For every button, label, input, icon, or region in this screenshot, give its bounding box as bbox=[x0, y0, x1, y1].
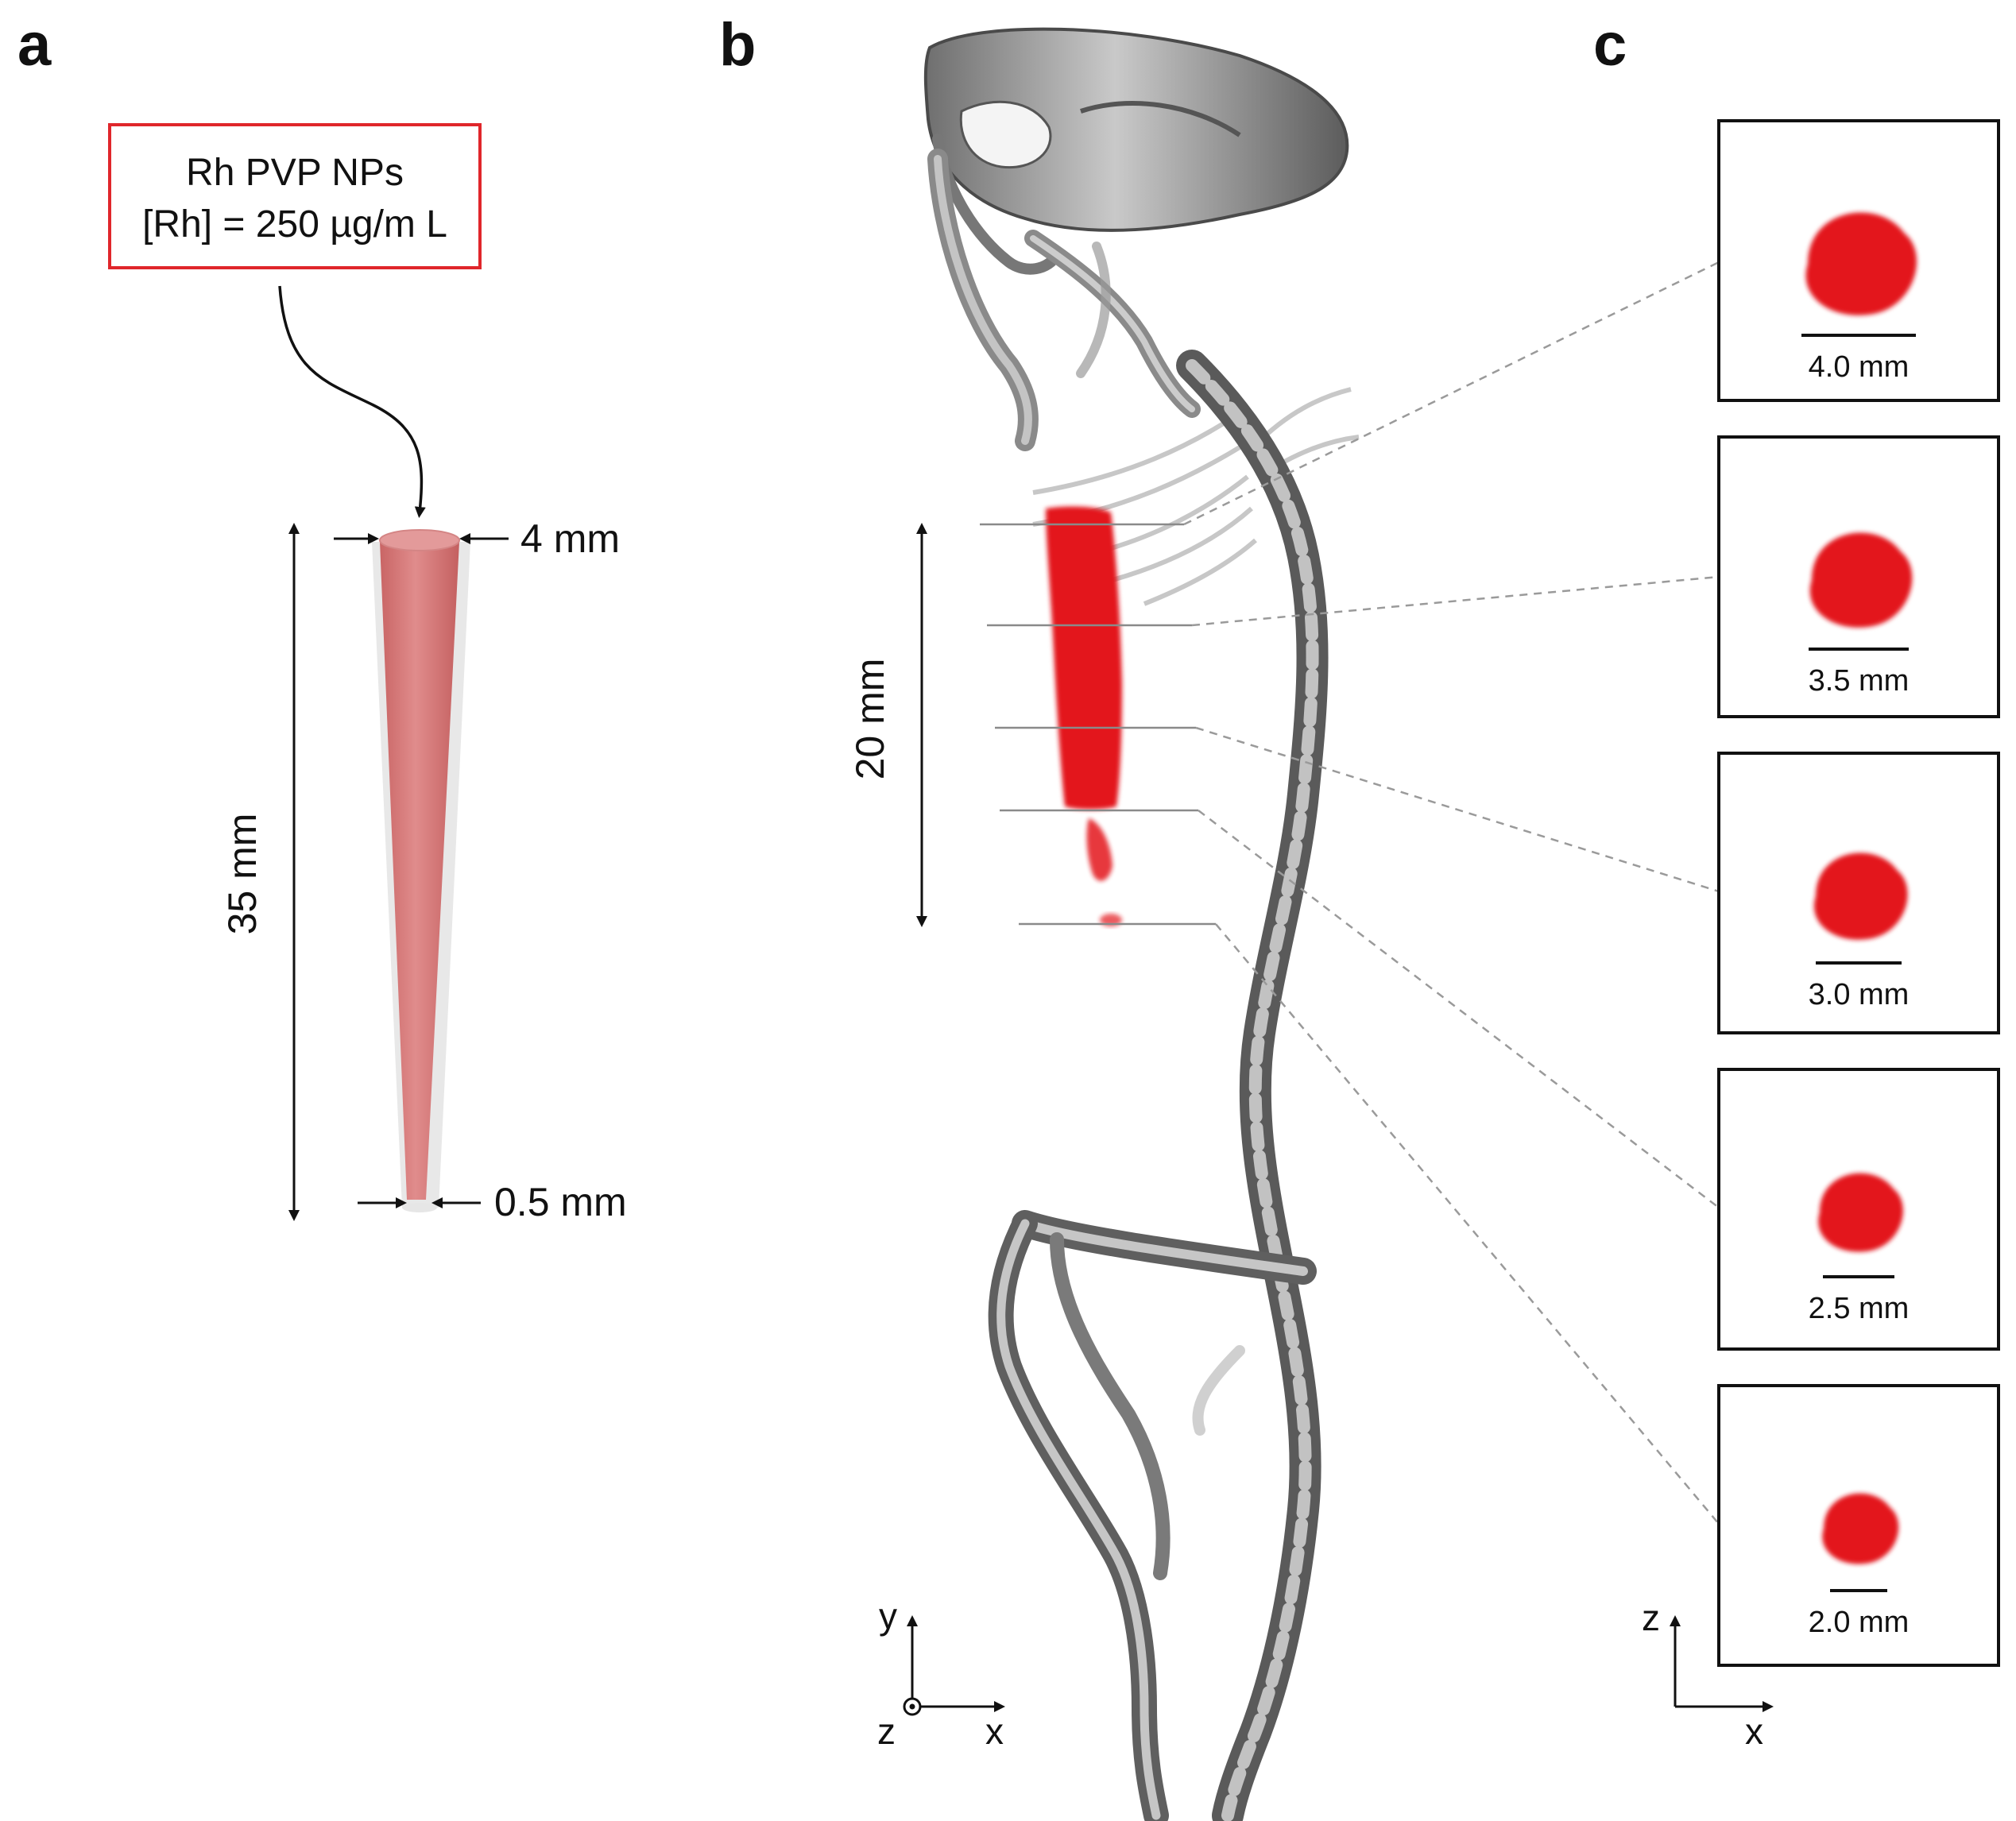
panel-letter-b: b bbox=[719, 11, 756, 79]
axes-triad-b: y z x bbox=[877, 1595, 1005, 1752]
top-diameter-label: 4 mm bbox=[520, 516, 620, 561]
connector-4 bbox=[1198, 810, 1720, 1208]
slice-box-3: 3.0 mm bbox=[1717, 752, 2000, 1034]
vertebrae bbox=[1186, 359, 1319, 1821]
slice-box-1: 4.0 mm bbox=[1717, 119, 2000, 402]
bottom-diameter-label: 0.5 mm bbox=[494, 1180, 627, 1224]
ribs bbox=[1032, 387, 1360, 606]
connector-2 bbox=[1191, 575, 1720, 627]
slice-lines bbox=[980, 523, 1216, 926]
hindlimbs bbox=[988, 1210, 1317, 1821]
slice-signal-blob bbox=[1813, 853, 1908, 940]
panel-letter-a: a bbox=[17, 11, 52, 79]
slice-box-4: 2.5 mm bbox=[1717, 1068, 2000, 1351]
label-box-line1: Rh PVP NPs bbox=[186, 152, 404, 194]
axis-c-x-label: x bbox=[1745, 1711, 1763, 1752]
slice-scale-label: 3.0 mm bbox=[1809, 978, 1910, 1011]
cone bbox=[380, 542, 459, 1200]
axes-c: z x bbox=[1642, 1597, 1774, 1752]
connector-3 bbox=[1195, 726, 1720, 893]
axis-x-label: x bbox=[985, 1711, 1004, 1752]
skull bbox=[923, 27, 1349, 275]
connector-5 bbox=[1215, 923, 1720, 1525]
slice-scale-label: 2.0 mm bbox=[1809, 1606, 1910, 1639]
pointer-arrow bbox=[278, 285, 426, 518]
panel-letter-c: c bbox=[1593, 11, 1627, 79]
connector-1 bbox=[1183, 261, 1720, 526]
connector-lines bbox=[1183, 261, 1720, 1525]
slice-box-5: 2.0 mm bbox=[1717, 1384, 2000, 1667]
signal-column bbox=[1046, 506, 1122, 926]
slice-signal-blob bbox=[1805, 212, 1917, 315]
scale-label-20mm: 20 mm bbox=[848, 659, 892, 780]
forelimbs bbox=[927, 149, 1201, 451]
slice-scale-label: 2.5 mm bbox=[1809, 1292, 1910, 1325]
label-box-line2: [Rh] = 250 µg/m L bbox=[142, 203, 447, 246]
slice-frame bbox=[1717, 119, 2000, 402]
slice-scale-label: 4.0 mm bbox=[1809, 350, 1910, 384]
slice-signal-blob bbox=[1818, 1173, 1903, 1252]
panel-a: a Rh PVP NPs [Rh] = 250 µg/m L 4 mm 0.5 … bbox=[17, 11, 627, 1224]
slice-boxes: 4.0 mm 3.5 mm 3.0 mm 2.5 mm 2.0 mm bbox=[1717, 119, 2000, 1667]
signal-main bbox=[1046, 506, 1122, 810]
signal-tail-1 bbox=[1086, 818, 1112, 881]
length-label: 35 mm bbox=[220, 814, 265, 935]
axis-y-label: y bbox=[879, 1595, 897, 1637]
panel-b: b bbox=[719, 11, 1360, 1821]
axis-z-label: z bbox=[877, 1711, 896, 1752]
slice-signal-blob bbox=[1809, 532, 1913, 628]
label-box bbox=[108, 123, 482, 269]
slice-scale-label: 3.5 mm bbox=[1809, 664, 1910, 698]
slice-signal-blob bbox=[1822, 1493, 1899, 1564]
slice-box-2: 3.5 mm bbox=[1717, 435, 2000, 718]
cone-top bbox=[379, 529, 460, 551]
axis-c-z-label: z bbox=[1642, 1597, 1660, 1638]
panel-c: c 4.0 mm 3.5 mm 3.0 mm 2.5 mm 2.0 mm z x bbox=[1593, 11, 2000, 1752]
cone-bottom bbox=[402, 1203, 437, 1212]
